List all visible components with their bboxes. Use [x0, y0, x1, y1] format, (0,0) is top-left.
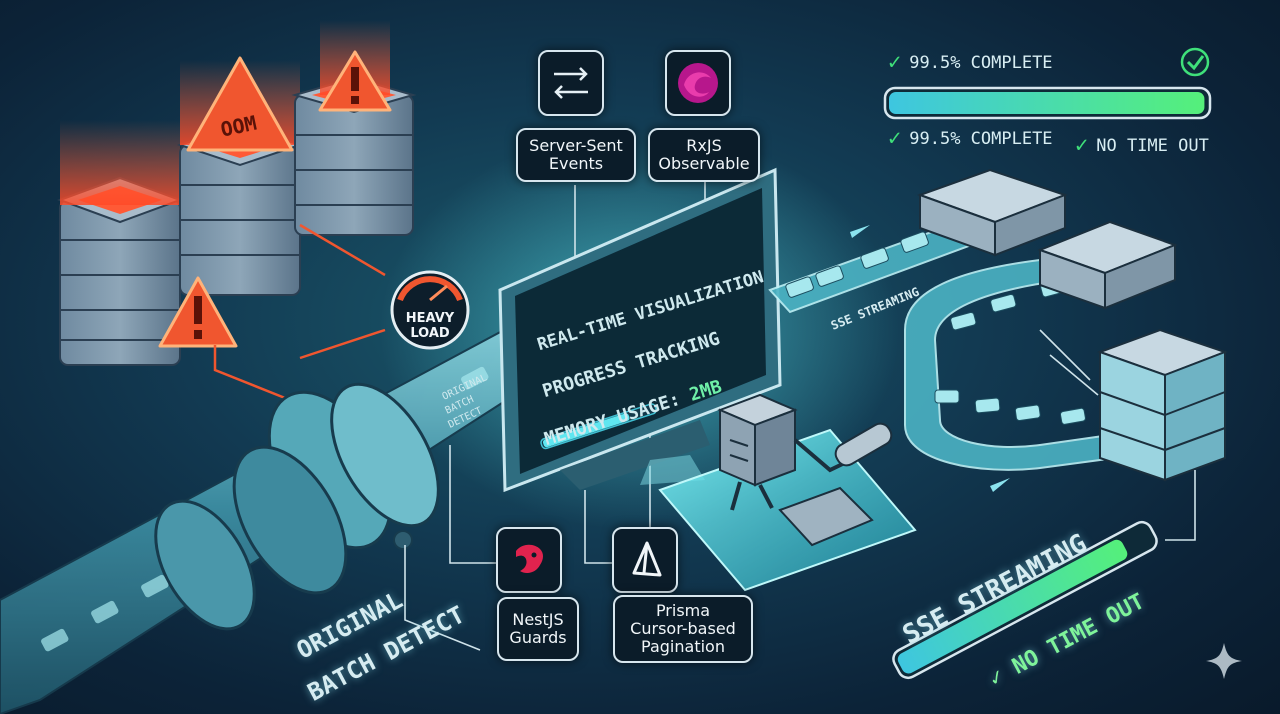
bottom-progress-fill — [897, 539, 1128, 674]
prisma-card-line2: Cursor-based — [630, 619, 736, 638]
rxjs-card: RxJS Observable — [648, 128, 760, 182]
realtime-monitor — [498, 167, 782, 493]
rxjs-card-line1: RxJS — [686, 136, 722, 155]
streaming-server-nodes — [917, 168, 1228, 482]
nestjs-card: NestJS Guards — [497, 597, 579, 661]
rxjs-logo-icon — [665, 50, 731, 116]
sse-card-line2: Events — [548, 154, 604, 173]
overload-flow-lines — [213, 223, 386, 402]
check-icon: ✓ — [888, 50, 902, 75]
check-icon: ✓ — [1075, 133, 1089, 158]
nestjs-logo-icon — [496, 527, 562, 593]
sse-card-line1: Server-Sent — [529, 136, 623, 155]
sparkle-icon — [1206, 643, 1242, 679]
robot-server-icon — [717, 393, 893, 547]
heavy-load-label: LOAD — [410, 326, 450, 341]
nestjs-card-line2: Guards — [509, 628, 567, 647]
nestjs-card-line1: NestJS — [512, 610, 564, 629]
no-timeout-top-status: ✓ NO TIME OUT — [1075, 133, 1209, 158]
top-complete-text: 99.5% COMPLETE — [909, 52, 1053, 73]
batch-pipeline — [0, 298, 602, 714]
top-complete-status: ✓ 99.5% COMPLETE — [888, 50, 1053, 75]
arrows-exchange-icon — [538, 50, 604, 116]
prisma-card: Prisma Cursor-based Pagination — [613, 595, 753, 663]
flow-arrows — [850, 225, 1010, 492]
prisma-logo-icon — [612, 527, 678, 593]
sse-card: Server-Sent Events — [516, 128, 636, 182]
complete-check-icon — [1186, 55, 1205, 71]
check-icon: ✓ — [888, 126, 902, 151]
rxjs-card-line2: Observable — [658, 154, 750, 173]
complete-check-icon — [1180, 47, 1210, 77]
oom-warning-icon — [186, 56, 294, 152]
warning-triangle-icon — [158, 276, 238, 348]
warning-triangle-icon — [318, 50, 392, 112]
heavy-load-gauge-icon — [390, 270, 470, 350]
top-progress-fill — [889, 92, 1205, 114]
no-timeout-top-text: NO TIME OUT — [1096, 135, 1209, 156]
mid-complete-status: ✓ 99.5% COMPLETE — [888, 126, 1053, 151]
heavy-load-label: HEAVY — [406, 311, 455, 326]
monitor-progress-fill — [542, 413, 630, 448]
mid-complete-text: 99.5% COMPLETE — [909, 128, 1053, 149]
prisma-card-line1: Prisma — [655, 601, 711, 620]
prisma-card-line3: Pagination — [641, 637, 725, 656]
